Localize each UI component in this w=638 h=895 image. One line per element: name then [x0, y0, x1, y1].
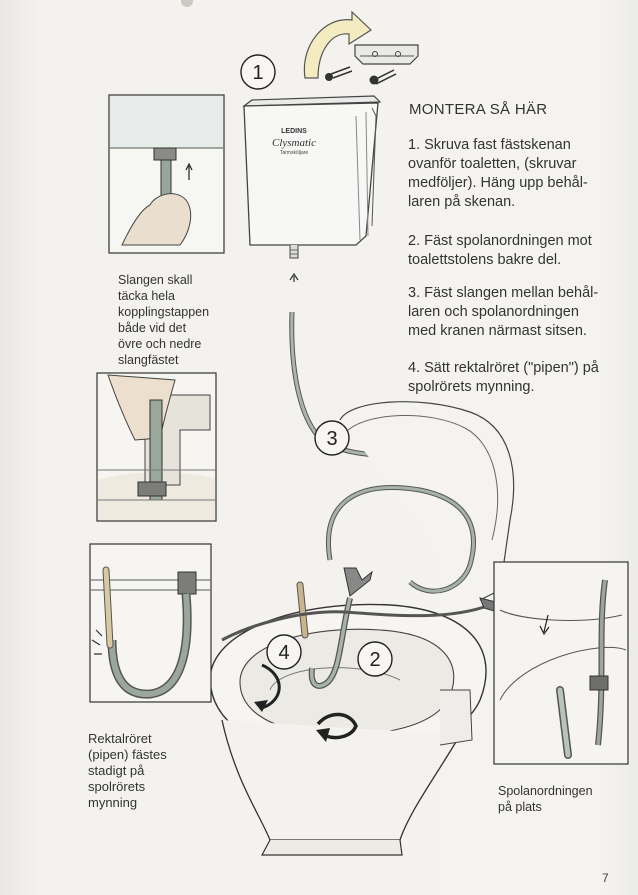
container-label: LEDINS Clysmatic Tarmsköljare — [272, 128, 316, 156]
svg-text:4: 4 — [278, 642, 289, 664]
callout-4: 4 — [266, 634, 302, 670]
caption-flush-assembly: Spolanordningen på plats — [498, 784, 593, 814]
inset-rectal-tube — [89, 543, 212, 703]
instruction-step-4: 4. Sätt rektalröret ("pipen") på spolrör… — [408, 360, 599, 395]
svg-text:Clysmatic: Clysmatic — [272, 137, 316, 149]
callout-3: 3 — [314, 420, 350, 456]
instructions-title: MONTERA SÅ HÄR — [409, 101, 548, 118]
caption-rectal-tube: Rektalröret (pipen) fästes stadigt på sp… — [88, 731, 167, 810]
page-number: 7 — [602, 871, 609, 885]
svg-text:Tarmsköljare: Tarmsköljare — [280, 150, 309, 156]
mounting-rail-illustration — [303, 10, 419, 85]
caption-hose: Slangen skall täcka hela kopplingstappen… — [118, 273, 210, 367]
svg-text:3: 3 — [326, 428, 337, 450]
toilet-illustration — [209, 401, 515, 856]
instruction-step-3: 3. Fäst slangen mellan behål- laren och … — [408, 285, 599, 339]
inset-bracket-grip — [96, 372, 217, 522]
svg-text:1: 1 — [252, 62, 263, 84]
callout-2: 2 — [357, 641, 393, 677]
container-illustration — [242, 95, 382, 259]
svg-text:LEDINS: LEDINS — [281, 128, 307, 135]
binding-hole — [181, 0, 193, 7]
instruction-step-1: 1. Skruva fast fästskenan ovanför toalet… — [408, 137, 588, 210]
inset-flush-assembly — [493, 561, 629, 765]
svg-text:2: 2 — [369, 649, 380, 671]
inset-hose-coupling — [108, 94, 225, 254]
instruction-step-2: 2. Fäst spolanordningen mot toalettstole… — [408, 233, 592, 268]
callout-1: 1 — [240, 54, 276, 90]
